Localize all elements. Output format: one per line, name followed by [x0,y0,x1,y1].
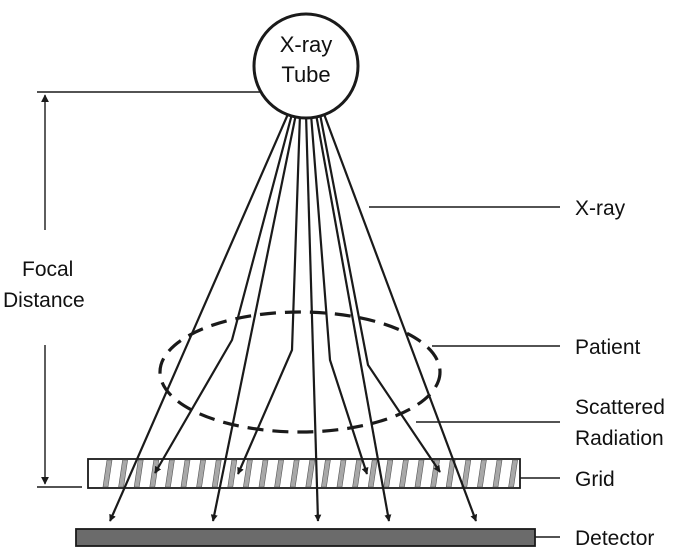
grid-slat [118,459,128,488]
grid-slat [180,459,191,488]
xray-beam [154,113,294,474]
focal-distance-label-line2: Distance [3,289,85,312]
xray-beam [318,113,441,473]
xray-beam [322,113,478,522]
xray-beam [309,113,369,475]
focal-distance-dimension: Focal Distance [3,91,290,488]
grid-slat [336,459,347,488]
xray-label: X-ray [575,197,626,220]
xray-beam [304,113,322,522]
grid-slat [227,459,238,488]
grid-slat [383,459,394,488]
grid-slat [321,459,331,488]
focal-distance-label-line1: Focal [22,258,73,281]
xray-tube-label-line1: X-ray [280,32,333,57]
detector [75,528,536,547]
grid-slats [102,459,518,488]
grid-slat [165,459,175,488]
patient-outline [158,310,442,434]
xray-beam [314,113,392,522]
grid-slat [477,459,487,488]
xray-beam [108,113,290,522]
grid-slat [352,459,362,488]
patient-label: Patient [575,336,641,359]
grid-slat [289,459,300,488]
grid-slat [102,459,113,488]
xray-tube-label-line2: Tube [281,62,330,87]
xray-tube: X-ray Tube [252,12,360,120]
grid-slat [492,459,503,488]
grid-slat [258,459,269,488]
grid-slat [274,459,284,488]
scattered-radiation-label-line1: Scattered [575,396,665,419]
grid-label: Grid [575,468,615,491]
grid-slat [243,459,253,488]
grid-slat [196,459,206,488]
grid-slat [367,459,378,488]
grid-slat [399,459,409,488]
xray-beam [210,113,298,522]
grid-slat [211,459,222,488]
scattered-radiation-label-line2: Radiation [575,427,664,450]
grid-slat [461,459,472,488]
xray-beam [236,113,302,475]
grid-slat [133,459,144,488]
grid-slat [414,459,425,488]
xray-beams [108,113,478,522]
grid-slat [508,459,518,488]
xray-tube-circle [252,12,360,120]
detector-label: Detector [575,527,654,550]
grid-slat [305,459,316,488]
